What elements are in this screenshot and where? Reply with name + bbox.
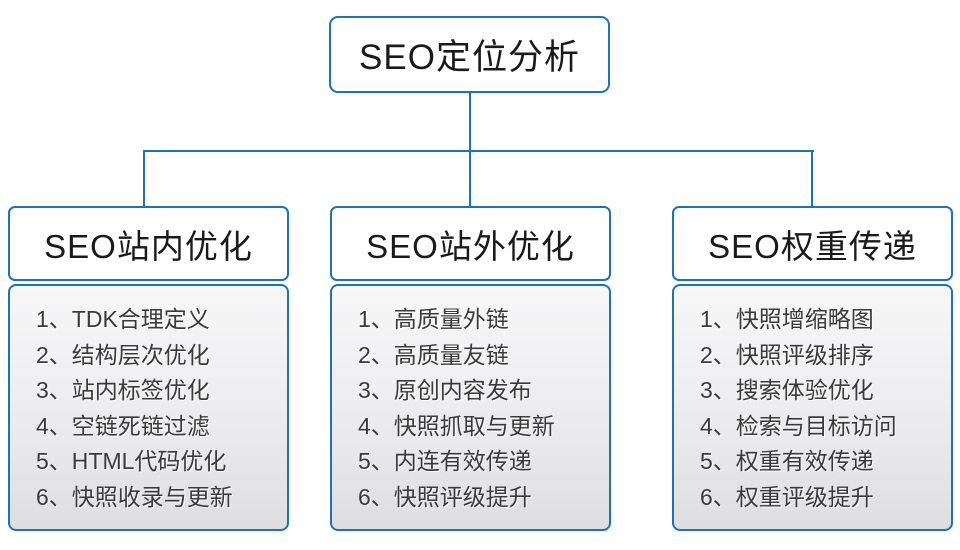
list-item: 2、高质量友链 <box>358 341 509 368</box>
column-header-offsite: SEO站外优化 <box>330 206 611 281</box>
list-item: 3、原创内容发布 <box>358 377 532 404</box>
root-title: SEO定位分析 <box>359 38 580 77</box>
list-item: 4、检索与目标访问 <box>700 412 897 439</box>
list-item: 5、HTML代码优化 <box>36 448 227 475</box>
list-item: 6、快照评级提升 <box>358 483 532 510</box>
list-item: 2、结构层次优化 <box>36 341 210 368</box>
connector-drop-middle <box>469 150 471 207</box>
list-item: 1、快照增缩略图 <box>700 306 874 332</box>
list-item: 1、高质量外链 <box>358 306 509 332</box>
list-item: 5、权重有效传递 <box>700 448 874 475</box>
connector-drop-left <box>143 150 145 207</box>
list-item: 4、空链死链过滤 <box>36 412 210 439</box>
list-panel-offsite: 1、高质量外链 2、高质量友链 3、原创内容发布 4、快照抓取与更新 5、内连有… <box>330 284 611 531</box>
list-item: 5、内连有效传递 <box>358 448 532 475</box>
column-title: SEO站内优化 <box>44 227 253 265</box>
list-item: 3、搜索体验优化 <box>700 377 874 404</box>
connector-horizontal-bar <box>143 150 814 152</box>
column-header-onsite: SEO站内优化 <box>8 206 289 281</box>
root-node-seo-positioning: SEO定位分析 <box>329 16 610 93</box>
list-item: 3、站内标签优化 <box>36 377 210 404</box>
list-item: 4、快照抓取与更新 <box>358 412 555 439</box>
list-item: 1、TDK合理定义 <box>36 306 210 332</box>
column-title: SEO权重传递 <box>708 227 917 265</box>
list-panel-weight-transfer: 1、快照增缩略图 2、快照评级排序 3、搜索体验优化 4、检索与目标访问 5、权… <box>672 284 953 531</box>
column-title: SEO站外优化 <box>366 227 575 265</box>
list-item: 6、权重评级提升 <box>700 483 874 510</box>
list-item: 6、快照收录与更新 <box>36 483 233 510</box>
column-header-weight-transfer: SEO权重传递 <box>672 206 953 281</box>
list-panel-onsite: 1、TDK合理定义 2、结构层次优化 3、站内标签优化 4、空链死链过滤 5、H… <box>8 284 289 531</box>
list-item: 2、快照评级排序 <box>700 341 874 368</box>
connector-root-stem <box>469 93 471 151</box>
connector-drop-right <box>811 150 813 207</box>
